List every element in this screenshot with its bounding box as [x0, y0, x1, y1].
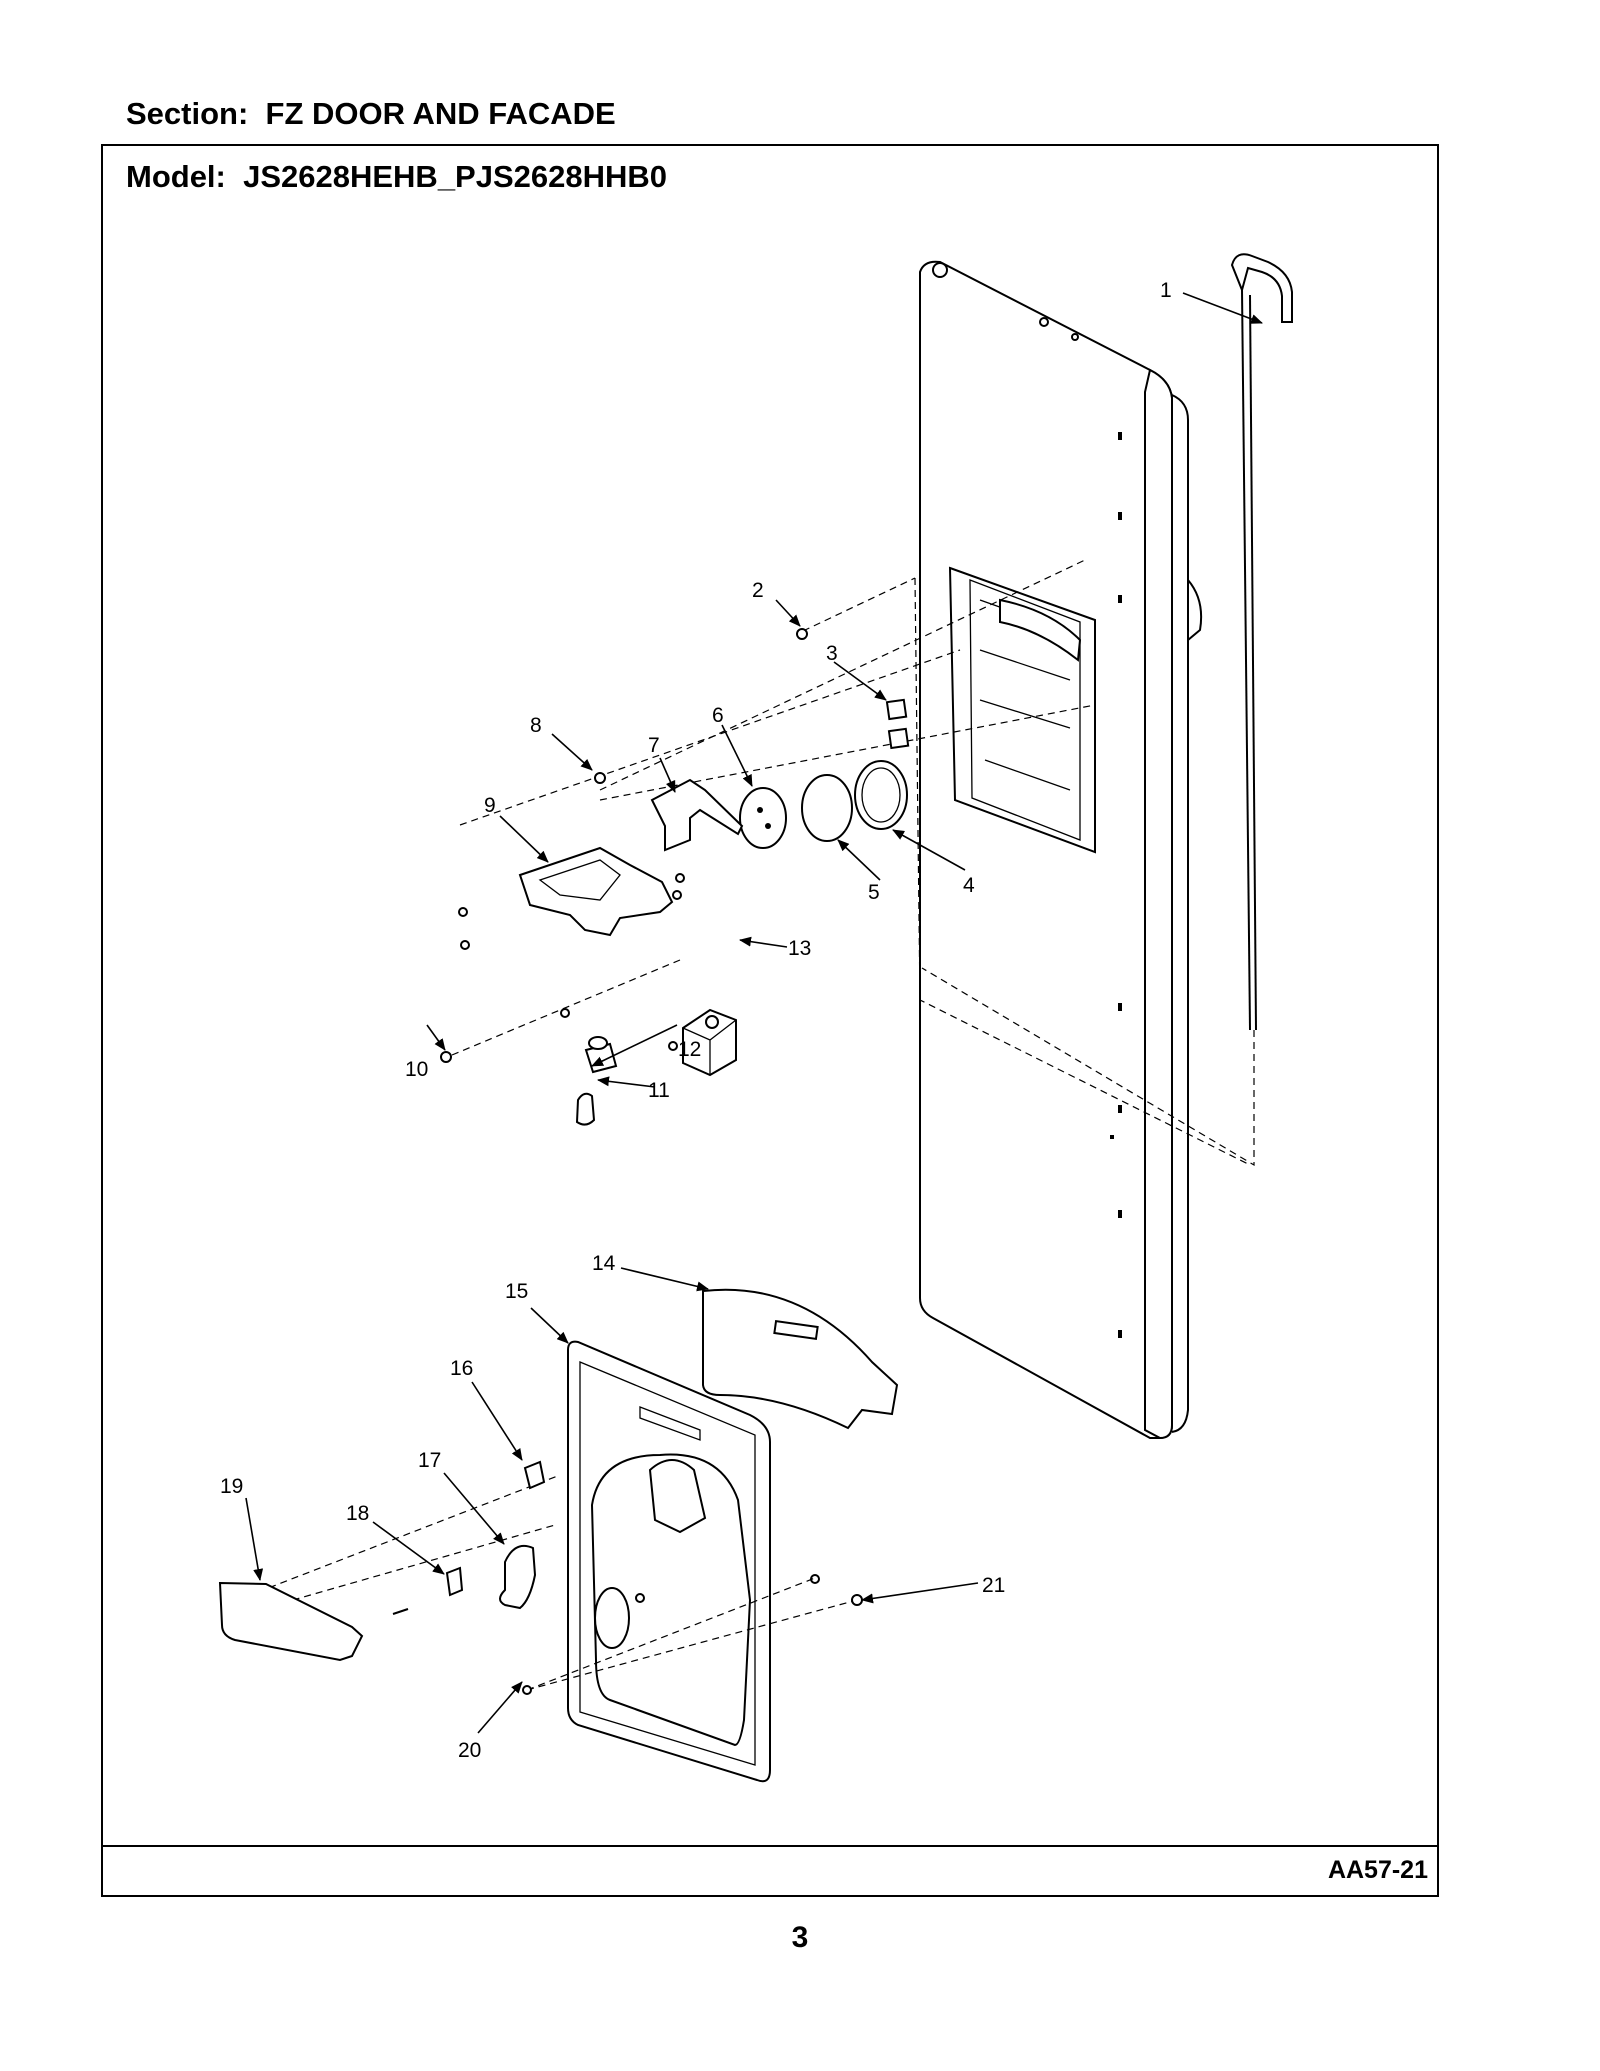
callout-16: 16 [450, 1357, 473, 1380]
callout-3: 3 [826, 642, 838, 665]
diagram-frame [101, 144, 1439, 1897]
callout-14: 14 [592, 1252, 616, 1275]
callout-9: 9 [484, 794, 496, 817]
callout-11: 11 [648, 1079, 670, 1102]
part-1-tube [921, 253, 1293, 1167]
callout-2: 2 [752, 579, 764, 602]
callout-7: 7 [648, 734, 660, 757]
callout-18: 18 [346, 1502, 369, 1525]
callout-20: 20 [458, 1739, 481, 1762]
page-number: 3 [791, 1921, 809, 1954]
callout-numbers: 1 2 3 4 5 6 7 8 9 10 11 12 13 14 15 16 1… [220, 279, 1172, 1762]
callout-10: 10 [405, 1058, 428, 1081]
callout-leaders [245, 292, 1263, 1734]
door-side-marks [1110, 432, 1122, 1338]
callout-5: 5 [868, 881, 880, 904]
callout-8: 8 [530, 714, 542, 737]
section-title: Section: FZ DOOR AND FACADE [126, 96, 616, 131]
footer-divider [101, 1845, 1439, 1847]
callout-6: 6 [712, 704, 724, 727]
model-title: Model: JS2628HEHB_PJS2628HHB0 [126, 159, 668, 194]
part-15-facade [567, 1340, 820, 1783]
dispenser-assembly [440, 559, 1251, 1166]
callout-1: 1 [1160, 279, 1172, 302]
callout-13: 13 [788, 937, 811, 960]
callout-4: 4 [963, 874, 975, 897]
drawing-id: AA57-21 [1327, 1856, 1428, 1884]
callout-15: 15 [505, 1280, 528, 1303]
callout-19: 19 [220, 1475, 243, 1498]
callout-17: 17 [418, 1449, 441, 1472]
callout-21: 21 [982, 1574, 1005, 1597]
freezer-door-panel [919, 260, 1203, 1440]
part-14-trim [702, 1288, 899, 1430]
callout-12: 12 [678, 1038, 701, 1061]
facade-small-parts [218, 1460, 863, 1695]
